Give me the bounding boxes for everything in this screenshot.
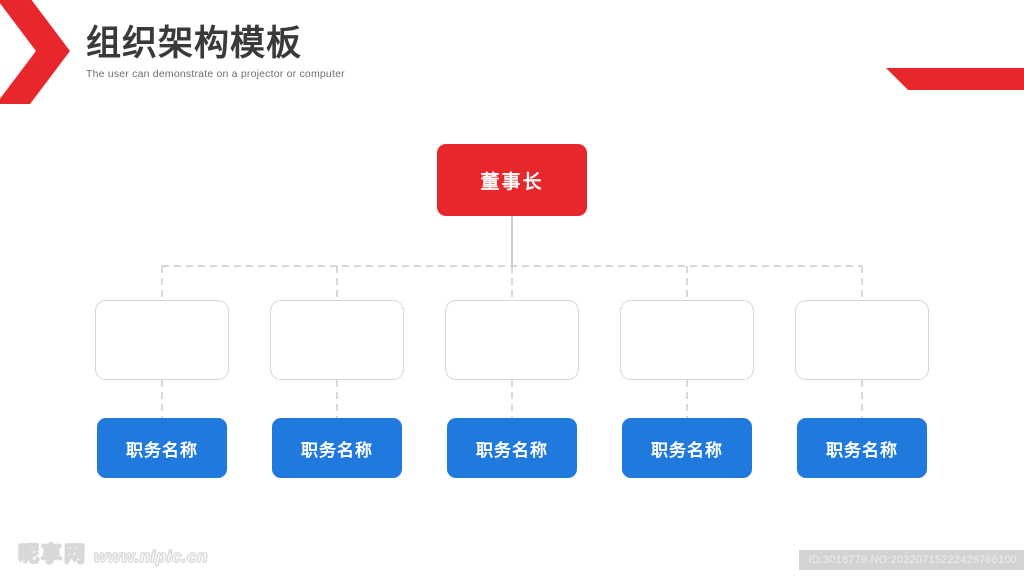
watermark-url-text: www.nipic.cn — [94, 547, 209, 567]
watermark-brand-text: 昵享网 — [18, 543, 87, 567]
corner-stripe-decoration — [886, 68, 1024, 90]
page-subtitle: The user can demonstrate on a projector … — [86, 68, 345, 81]
org-node-position-2-label: 职务名称 — [301, 440, 373, 460]
asset-id-band: ID:3018779 NO:20220715222426766100 — [799, 550, 1024, 570]
org-node-position-3[interactable]: 职务名称 — [447, 418, 577, 478]
org-node-position-5[interactable]: 职务名称 — [797, 418, 927, 478]
org-node-placeholder-3[interactable] — [445, 300, 579, 380]
org-node-position-3-label: 职务名称 — [476, 440, 548, 460]
org-node-root-label: 董事长 — [480, 171, 544, 193]
org-node-position-4[interactable]: 职务名称 — [622, 418, 752, 478]
page-title: 组织架构模板 — [86, 24, 303, 63]
org-node-placeholder-5[interactable] — [795, 300, 929, 380]
org-node-placeholder-2[interactable] — [270, 300, 404, 380]
org-node-placeholder-4[interactable] — [620, 300, 754, 380]
org-node-position-4-label: 职务名称 — [651, 440, 723, 460]
org-node-placeholder-1[interactable] — [95, 300, 229, 380]
title-block: 组织架构模板 The user can demonstrate on a pro… — [86, 24, 345, 80]
org-node-position-2[interactable]: 职务名称 — [272, 418, 402, 478]
org-node-root[interactable]: 董事长 — [437, 144, 587, 216]
watermark: 昵享网 www.nipic.cn — [18, 538, 209, 568]
org-node-position-5-label: 职务名称 — [826, 440, 898, 460]
org-node-position-1[interactable]: 职务名称 — [97, 418, 227, 478]
org-node-position-1-label: 职务名称 — [126, 440, 198, 460]
